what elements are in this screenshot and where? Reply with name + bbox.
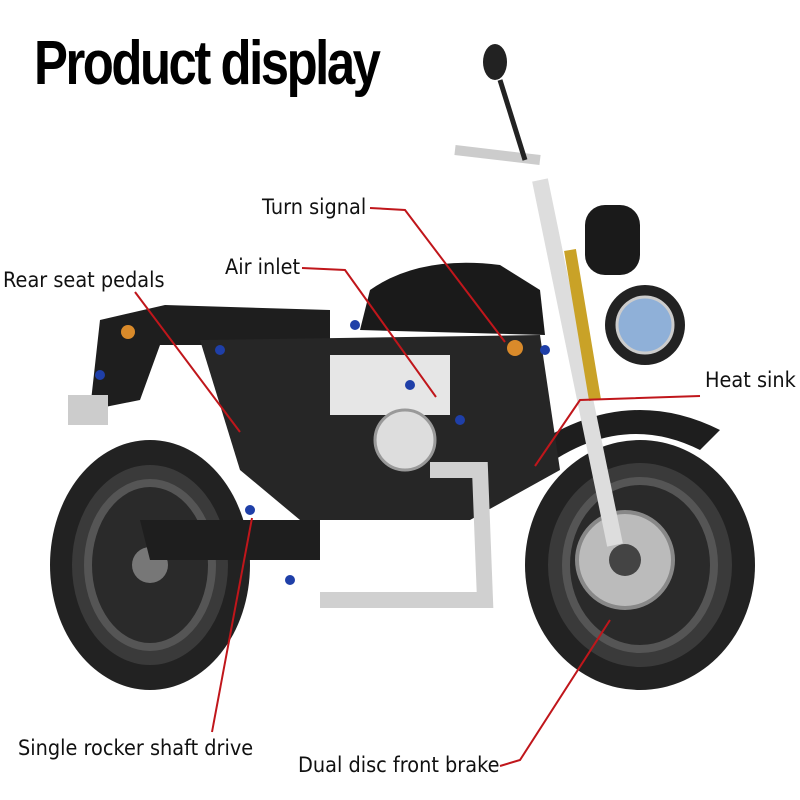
mirror <box>483 44 507 80</box>
headlight <box>615 295 675 355</box>
instrument <box>585 205 640 275</box>
label-air-inlet: Air inlet <box>225 255 301 279</box>
rear-light <box>68 395 108 425</box>
leader-heat-sink <box>534 395 701 467</box>
front-wheel <box>525 440 755 690</box>
leader-lines <box>134 207 701 767</box>
leader-rear-seat-pedals <box>134 291 241 433</box>
leader-air-inlet <box>301 267 437 398</box>
leader-turn-signal <box>369 207 506 343</box>
exhaust-pipe <box>320 462 494 608</box>
page-title: Product display <box>34 29 381 98</box>
swingarm <box>140 520 320 560</box>
turn-signal-light <box>507 340 523 356</box>
front-fender <box>520 410 720 470</box>
leader-dual-disc <box>499 619 611 767</box>
fuel-tank <box>360 262 545 335</box>
mirror-stem <box>497 79 528 161</box>
rear-seat <box>90 305 330 410</box>
bolts <box>95 320 550 585</box>
rear-wheel <box>50 440 250 690</box>
label-dual-disc-front-brake: Dual disc front brake <box>298 753 500 777</box>
leader-single-rocker <box>211 517 253 733</box>
label-rear-seat-pedals: Rear seat pedals <box>3 268 165 292</box>
label-turn-signal: Turn signal <box>262 195 367 219</box>
engine-block <box>330 355 450 415</box>
handlebar <box>454 145 541 165</box>
label-heat-sink: Heat sink <box>705 368 796 392</box>
front-fork <box>532 178 623 547</box>
label-single-rocker-shaft-drive: Single rocker shaft drive <box>18 736 254 760</box>
